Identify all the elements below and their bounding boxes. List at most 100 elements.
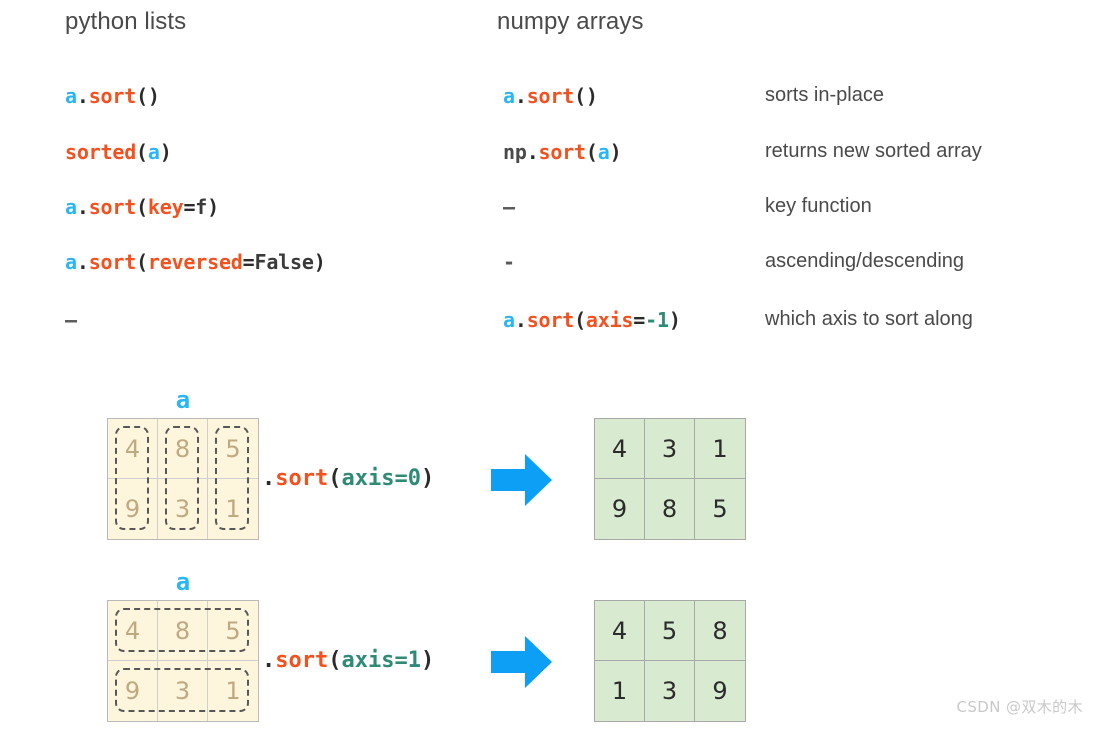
token-dot: .: [76, 250, 89, 274]
column-header-numpy-arrays: numpy arrays: [497, 8, 644, 35]
token-keyword-arg: key: [147, 195, 184, 219]
row-description: returns new sorted array: [765, 140, 982, 162]
row-description: key function: [765, 195, 872, 217]
row-description: which axis to sort along: [765, 308, 973, 330]
python-code-sort: a.sort(): [65, 84, 160, 108]
token-equals: =: [242, 250, 255, 274]
token-rparen: ): [668, 308, 681, 332]
token-lparen: (: [574, 308, 586, 332]
python-not-available: –: [65, 308, 78, 332]
table-row: a.sort(reversed=False) - ascending/desce…: [0, 250, 1093, 290]
python-code-sorted: sorted(a): [65, 140, 172, 164]
matrix-cell: 3: [645, 419, 695, 479]
row-description: ascending/descending: [765, 250, 965, 272]
table-row: – a.sort(axis=-1) which axis to sort alo…: [0, 308, 1093, 348]
matrix-row: 9 8 5: [595, 479, 745, 539]
matrix-cell: 5: [208, 419, 258, 479]
token-function: sort: [88, 84, 137, 108]
matrix-row: 4 3 1: [595, 419, 745, 479]
matrix-row: 4 5 8: [595, 601, 745, 661]
token-equals: =: [394, 648, 408, 673]
token-lparen: (: [328, 466, 342, 491]
token-function: sort: [538, 140, 587, 164]
token-rparen: ): [585, 84, 598, 108]
token-equals: =: [183, 195, 196, 219]
token-dot: .: [76, 84, 89, 108]
token-lparen: (: [136, 140, 148, 164]
token-variable: a: [65, 250, 77, 274]
matrix-row: 4 8 5: [108, 601, 258, 661]
token-lparen: (: [136, 195, 148, 219]
token-lparen: (: [136, 84, 148, 108]
row-description: sorts in-place: [765, 84, 884, 106]
matrix-cell: 1: [208, 661, 258, 721]
token-lparen: (: [136, 250, 148, 274]
matrix-cell: 3: [645, 661, 695, 721]
matrix-cell: 8: [158, 601, 208, 661]
python-code-sort-reversed: a.sort(reversed=False): [65, 250, 326, 274]
token-function: sort: [88, 195, 137, 219]
matrix-cell: 1: [695, 419, 745, 479]
token-function: sort: [275, 648, 329, 673]
token-rparen: ): [313, 250, 326, 274]
matrix-cell: 3: [158, 661, 208, 721]
numpy-not-available: -: [503, 250, 516, 274]
transform-arrow-icon: [491, 452, 553, 513]
table-row: a.sort() a.sort() sorts in-place: [0, 84, 1093, 124]
matrix-cell: 9: [595, 479, 645, 539]
matrix-cell: 9: [108, 479, 158, 539]
token-dot: .: [526, 140, 539, 164]
result-matrix-axis0: 4 3 1 9 8 5: [594, 418, 746, 540]
token-function: sort: [88, 250, 137, 274]
table-row: sorted(a) np.sort(a) returns new sorted …: [0, 140, 1093, 180]
token-dot: .: [514, 84, 527, 108]
token-function: sort: [526, 84, 575, 108]
matrix-cell: 1: [208, 479, 258, 539]
numpy-code-sort: a.sort(): [503, 84, 598, 108]
matrix-cell: 5: [645, 601, 695, 661]
token-dot: .: [262, 466, 276, 491]
sort-call-label-axis1: .sort(axis=1): [262, 648, 434, 673]
matrix-cell: 4: [108, 601, 158, 661]
token-rparen: ): [147, 84, 160, 108]
token-module: np: [503, 140, 527, 164]
token-function: sort: [526, 308, 575, 332]
token-keyword-arg: axis: [341, 648, 395, 673]
column-header-python-lists: python lists: [65, 8, 187, 35]
matrix-cell: 9: [695, 661, 745, 721]
token-axis-value: 0: [407, 466, 421, 491]
numpy-not-available: –: [503, 195, 516, 219]
token-rparen: ): [609, 140, 622, 164]
matrix-row: 1 3 9: [595, 661, 745, 721]
matrix-cell: 5: [208, 601, 258, 661]
token-rparen: ): [420, 466, 435, 491]
token-rparen: ): [420, 648, 435, 673]
token-dot: .: [76, 195, 89, 219]
matrix-cell: 8: [158, 419, 208, 479]
token-variable: a: [503, 308, 515, 332]
watermark: CSDN @双木的木: [956, 698, 1083, 716]
sort-call-label-axis0: .sort(axis=0): [262, 466, 434, 491]
token-function: sort: [275, 466, 329, 491]
transform-arrow-icon: [491, 634, 553, 695]
python-code-sort-key: a.sort(key=f): [65, 195, 219, 219]
token-equals: =: [633, 308, 646, 332]
token-variable: a: [65, 84, 77, 108]
matrix-row: 4 8 5: [108, 419, 258, 479]
numpy-code-sort-axis: a.sort(axis=-1): [503, 308, 681, 332]
matrix-cell: 1: [595, 661, 645, 721]
matrix-cell: 4: [595, 419, 645, 479]
source-matrix-axis0: 4 8 5 9 3 1: [107, 418, 259, 540]
table-row: a.sort(key=f) – key function: [0, 195, 1093, 235]
token-lparen: (: [585, 140, 598, 164]
token-dot: .: [514, 308, 527, 332]
matrix-cell: 4: [108, 419, 158, 479]
matrix-cell: 8: [645, 479, 695, 539]
token-keyword-arg: reversed: [147, 250, 243, 274]
token-lparen: (: [574, 84, 586, 108]
token-variable: a: [597, 140, 610, 164]
token-lparen: (: [328, 648, 342, 673]
token-keyword-arg: axis: [341, 466, 395, 491]
source-matrix-axis1: 4 8 5 9 3 1: [107, 600, 259, 722]
matrix-cell: 8: [695, 601, 745, 661]
